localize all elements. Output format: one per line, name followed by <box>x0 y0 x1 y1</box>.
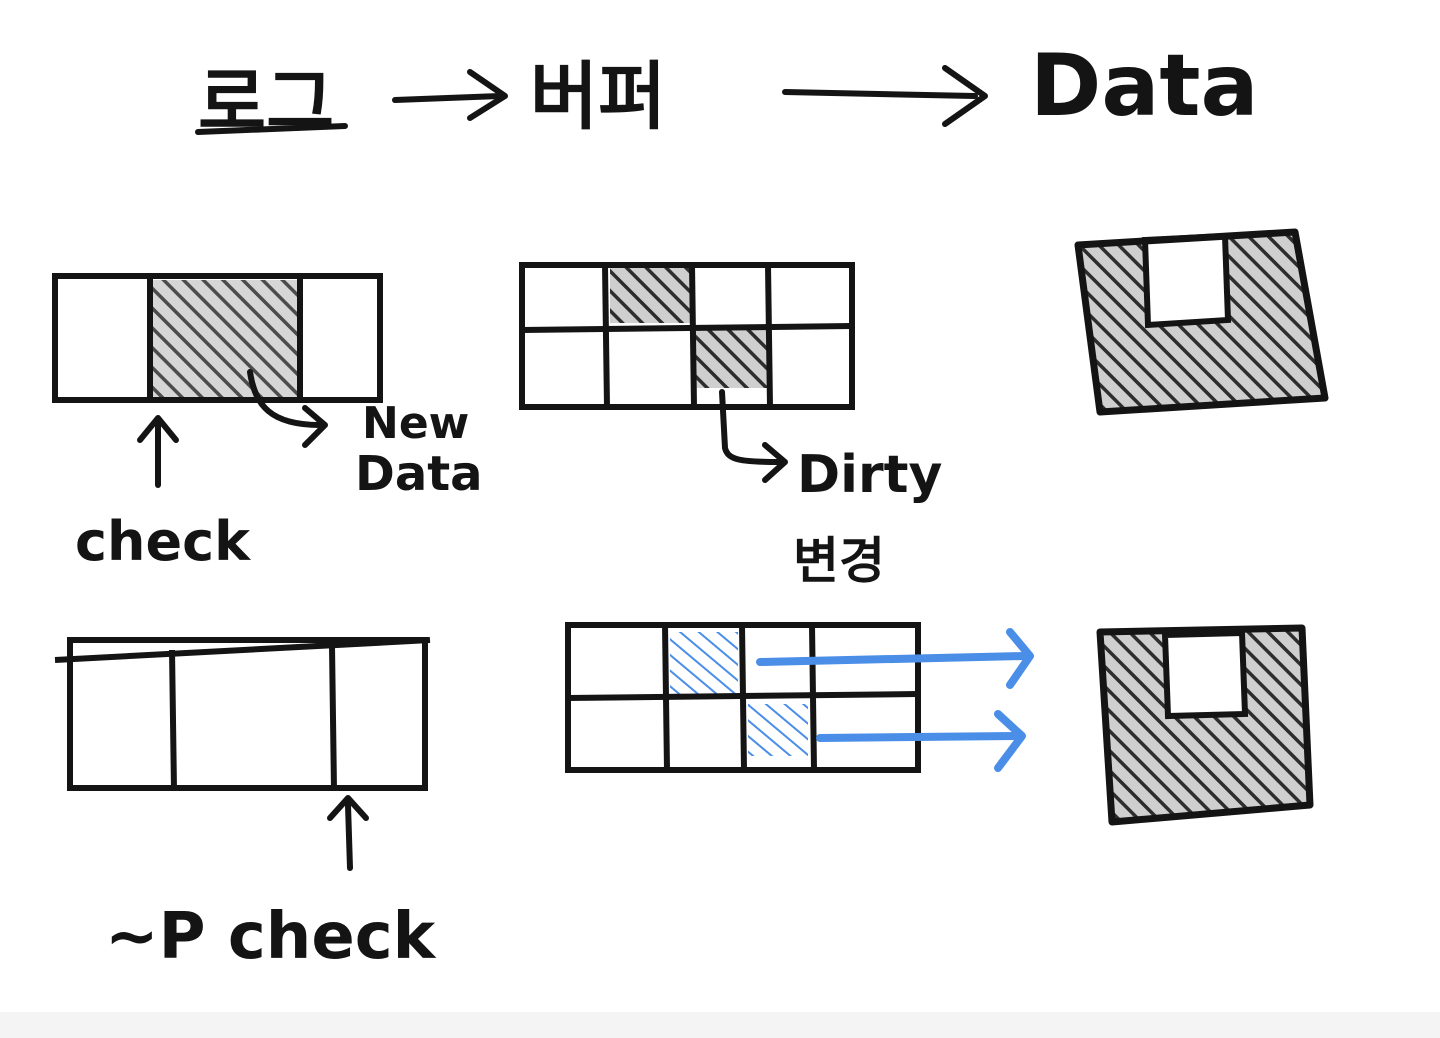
log-strip-outline <box>67 637 428 791</box>
buffer-dirty-cell <box>695 328 767 388</box>
data-block-bottom <box>1096 624 1314 826</box>
new-data-callout-arrow-icon <box>247 369 328 448</box>
log-new-data-region <box>150 280 300 398</box>
log-strip-bottom <box>54 637 431 791</box>
log-underline <box>195 123 348 135</box>
data-block-empty-cell <box>1161 629 1249 720</box>
log-divider <box>169 649 177 791</box>
data-block-top <box>1074 228 1329 416</box>
data-block-empty-cell <box>1141 232 1232 329</box>
dirty-callout-arrow-icon <box>719 389 788 483</box>
label-checkpoint: ~P check <box>105 900 437 974</box>
label-data: Data <box>355 446 483 502</box>
label-dirty: Dirty <box>797 445 942 505</box>
buffer-dirty-cell <box>610 268 690 323</box>
bottom-edge <box>0 1012 1440 1038</box>
header-step-buffer: 버퍼 <box>530 54 666 140</box>
arrow-buffer-to-data-icon <box>782 65 988 127</box>
buffer-grid-bottom <box>565 622 921 773</box>
log-strip-top <box>52 273 383 403</box>
header-step-data: Data <box>1030 36 1259 136</box>
flush-arrow-top-icon <box>756 628 1034 689</box>
buffer-grid-top <box>519 262 855 410</box>
buffer-flushing-cell <box>748 704 808 756</box>
label-check: check <box>75 510 251 573</box>
data-block-outline <box>1074 228 1329 416</box>
checkpoint-pointer-arrow-icon <box>327 795 369 871</box>
header-flow: 로그 버퍼 Data <box>195 36 1259 146</box>
data-block-outline <box>1096 624 1314 826</box>
data-block-fill <box>1100 628 1310 822</box>
log-divider <box>329 645 337 791</box>
arrow-log-to-buffer-icon <box>392 69 508 121</box>
flush-arrow-bottom-icon <box>816 710 1026 772</box>
check-pointer-arrow-icon <box>137 415 179 488</box>
label-new: New <box>362 398 469 449</box>
buffer-flushing-cell <box>670 632 738 694</box>
log-strip-outline <box>52 273 383 403</box>
buffer-grid-outline <box>519 262 855 410</box>
label-change: 변경 <box>793 532 885 590</box>
